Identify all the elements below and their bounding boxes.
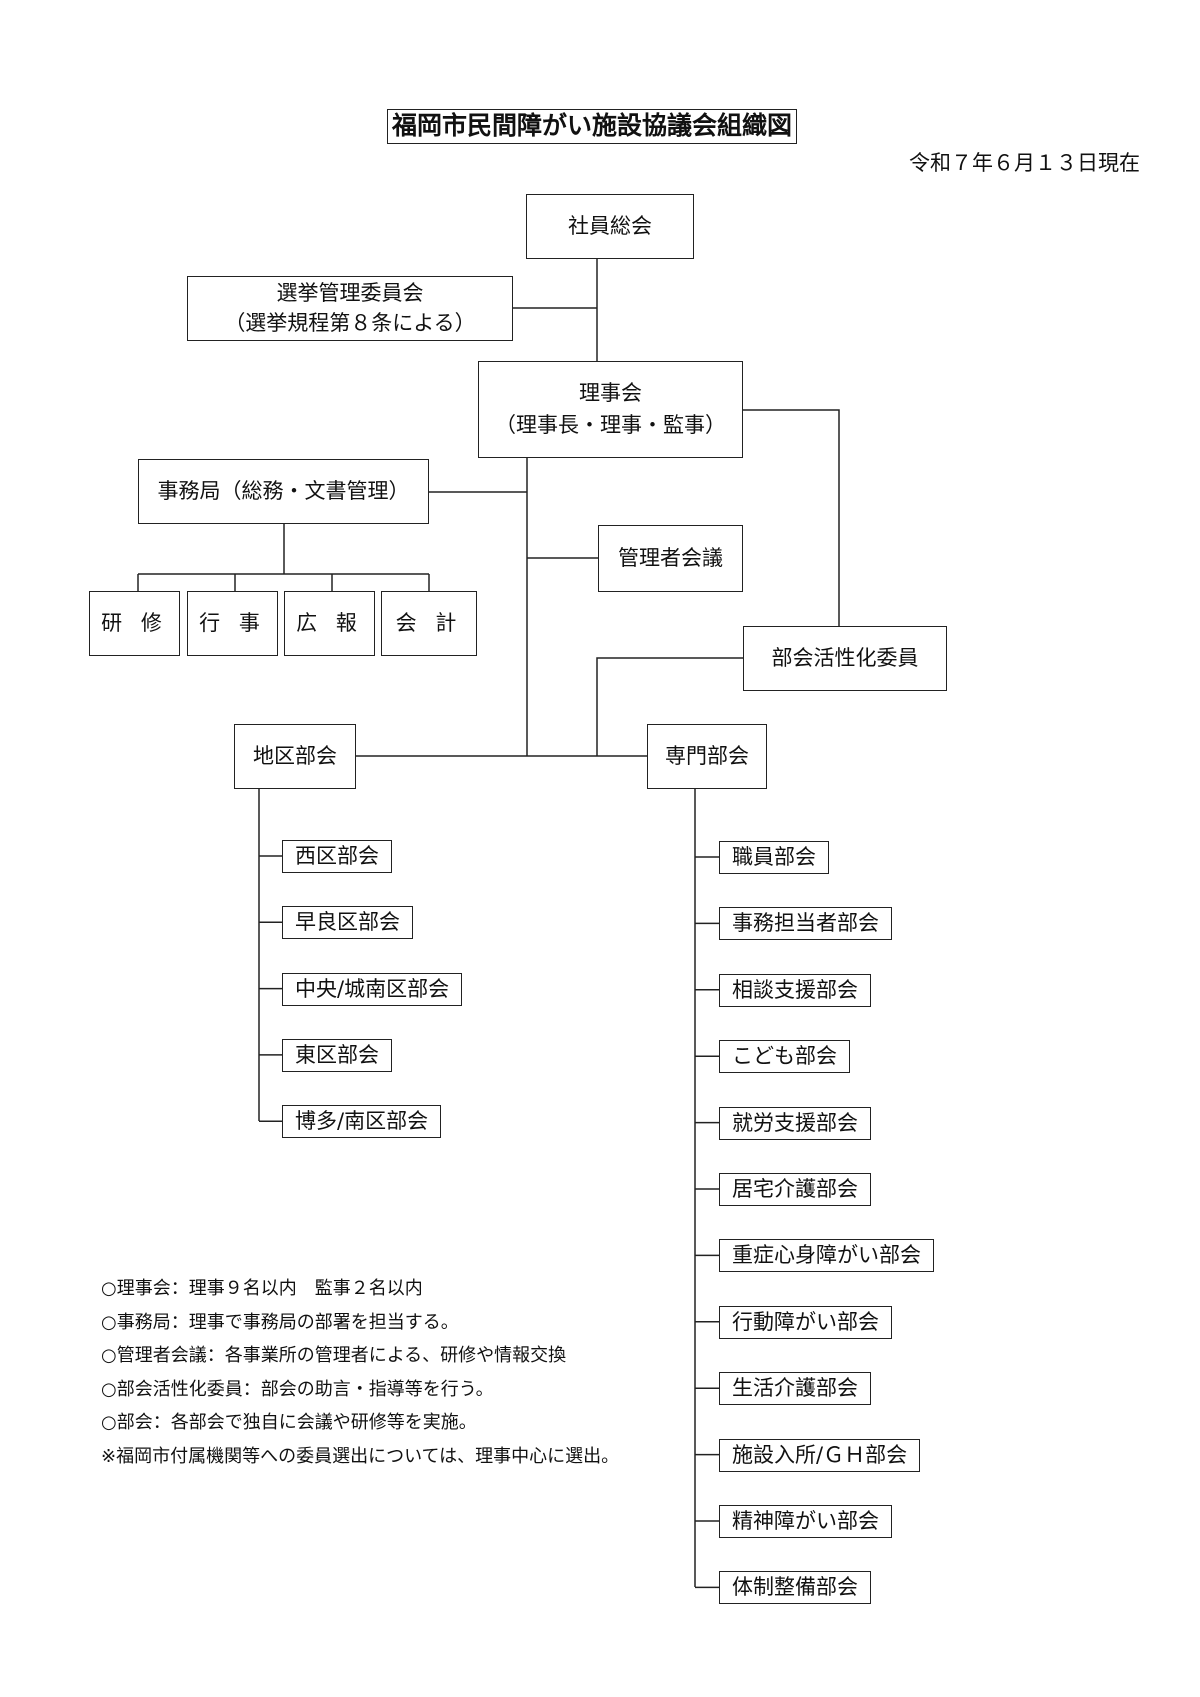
activation-committee-label: 部会活性化委員 [771, 645, 919, 670]
board-label: 理事会 [579, 381, 642, 405]
note-item: ○事務局：理事で事務局の部署を担当する。 [101, 1311, 459, 1333]
note-item: ○部会活性化委員：部会の助言・指導等を行う。 [101, 1378, 494, 1400]
specialty-box: 専門部会 [647, 724, 767, 789]
specialty-subcommittee-box: 精神障がい部会 [719, 1505, 892, 1538]
unit-label: 行 事 [199, 610, 266, 635]
note-item: ※福岡市付属機関等への委員選出については、理事中心に選出。 [101, 1445, 620, 1467]
page-title: 福岡市民間障がい施設協議会組織図 [387, 109, 798, 144]
unit-label: 会 計 [395, 610, 463, 635]
unit-accounting-box: 会 計 [381, 591, 477, 656]
secretariat-label: 事務局（総務・文書管理） [157, 478, 410, 503]
specialty-subcommittee-box: 施設入所/ＧＨ部会 [719, 1438, 921, 1472]
election-committee-box: 選挙管理委員会 （選挙規程第８条による） [187, 276, 513, 341]
district-box: 地区部会 [234, 724, 356, 789]
notes: ○理事会：理事９名以内 監事２名以内 ○事務局：理事で事務局の部署を担当する。 … [101, 1272, 619, 1473]
activation-committee-box: 部会活性化委員 [743, 626, 947, 691]
unit-label: 研 修 [101, 610, 168, 635]
district-subcommittee-box: 西区部会 [282, 840, 392, 873]
election-committee-note: （選挙規程第８条による） [224, 310, 476, 335]
election-committee-label: 選挙管理委員会 [276, 281, 424, 306]
district-label: 地区部会 [253, 743, 337, 768]
district-subcommittee-box: 中央/城南区部会 [282, 972, 463, 1006]
managers-meeting-label: 管理者会議 [618, 545, 723, 570]
district-subcommittee-box: 東区部会 [282, 1038, 392, 1072]
general-assembly-label: 社員総会 [568, 213, 652, 238]
board-members: （理事長・理事・監事） [495, 412, 726, 437]
general-assembly-box: 社員総会 [526, 194, 694, 259]
specialty-subcommittee-box: 職員部会 [719, 841, 829, 874]
specialty-subcommittee-box: 就労支援部会 [719, 1106, 871, 1140]
managers-meeting-box: 管理者会議 [598, 525, 743, 592]
date-label: 令和７年６月１３日現在 [909, 151, 1140, 175]
district-subcommittee-box: 早良区部会 [282, 906, 413, 940]
note-item: ○管理者会議：各事業所の管理者による、研修や情報交換 [101, 1345, 567, 1366]
specialty-subcommittee-box: 相談支援部会 [719, 973, 871, 1007]
unit-pr-box: 広 報 [284, 591, 375, 656]
specialty-subcommittee-box: 生活介護部会 [719, 1372, 871, 1406]
specialty-subcommittee-box: 行動障がい部会 [719, 1305, 892, 1339]
specialty-label: 専門部会 [665, 743, 749, 768]
note-item: ○理事会：理事９名以内 監事２名以内 [101, 1278, 423, 1299]
specialty-subcommittee-box: 体制整備部会 [719, 1571, 871, 1605]
unit-training-box: 研 修 [89, 591, 180, 656]
board-box: 理事会 （理事長・理事・監事） [478, 361, 743, 458]
secretariat-box: 事務局（総務・文書管理） [138, 459, 429, 524]
specialty-subcommittee-box: 居宅介護部会 [719, 1173, 871, 1206]
specialty-subcommittee-box: 重症心身障がい部会 [719, 1239, 934, 1273]
specialty-subcommittee-box: こども部会 [719, 1040, 850, 1074]
specialty-subcommittee-box: 事務担当者部会 [719, 907, 892, 941]
district-subcommittee-box: 博多/南区部会 [282, 1105, 442, 1139]
unit-label: 広 報 [296, 610, 363, 635]
note-item: ○部会：各部会で独自に会議や研修等を実施。 [101, 1412, 477, 1433]
unit-events-box: 行 事 [187, 591, 278, 656]
